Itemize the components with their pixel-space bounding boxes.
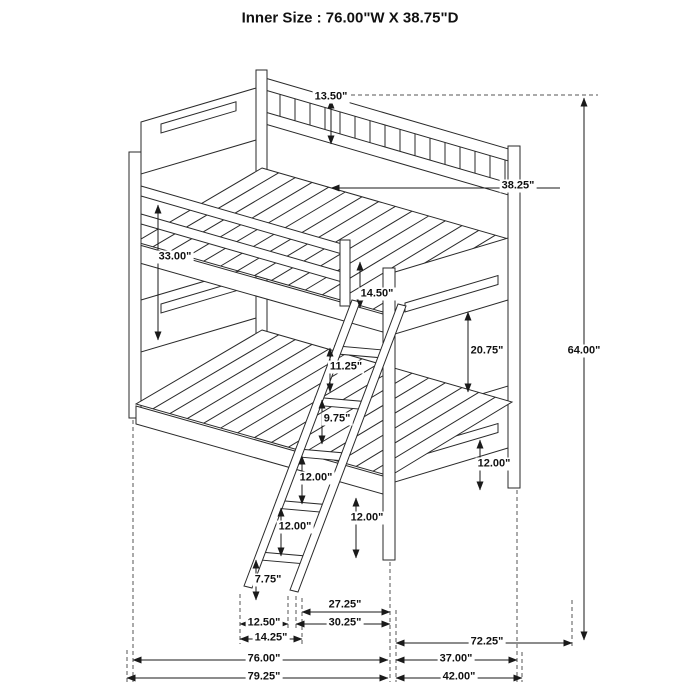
- dim-label-inner-depth-bottom: 37.00": [437, 652, 475, 666]
- dim-label-overall-depth: 42.00": [440, 670, 478, 684]
- dim-label-ladder-bottom-step: 7.75": [252, 573, 284, 587]
- dim-label-upper-rail-height: 33.00": [156, 250, 194, 264]
- dim-label-ladder-step-2: 9.75": [321, 412, 353, 426]
- dim-label-ladder-top-offset: 27.25": [326, 598, 364, 612]
- dim-label-overall-width: 79.25": [245, 670, 283, 684]
- dim-label-headboard-height: 13.50": [312, 90, 350, 104]
- dim-label-bunk-gap-height: 20.75": [468, 344, 506, 358]
- dim-label-inner-width: 76.00": [245, 652, 283, 666]
- dim-label-side-length-right: 72.25": [468, 635, 506, 649]
- dim-label-ladder-step-4: 12.00": [276, 520, 314, 534]
- dim-label-ladder-step-1: 11.25": [327, 360, 365, 374]
- dim-label-ladder-width-inner: 12.50": [245, 616, 283, 630]
- dim-label-lower-clearance: 12.00": [475, 457, 513, 471]
- dim-label-ladder-bottom-offset: 30.25": [326, 616, 364, 630]
- page-title: Inner Size : 76.00"W X 38.75"D: [241, 9, 459, 27]
- dim-label-overall-height: 64.00": [565, 344, 603, 358]
- dim-label-guardrail-height: 14.50": [358, 287, 396, 301]
- front-left-post: [128, 151, 142, 419]
- top-headboard: [264, 77, 513, 197]
- dim-label-inner-depth-top: 38.25": [499, 179, 537, 193]
- dim-label-ladder-step-3: 12.00": [297, 471, 335, 485]
- dim-label-ladder-width-outer: 14.25": [252, 631, 290, 645]
- dim-label-lower-post-height: 12.00": [348, 511, 386, 525]
